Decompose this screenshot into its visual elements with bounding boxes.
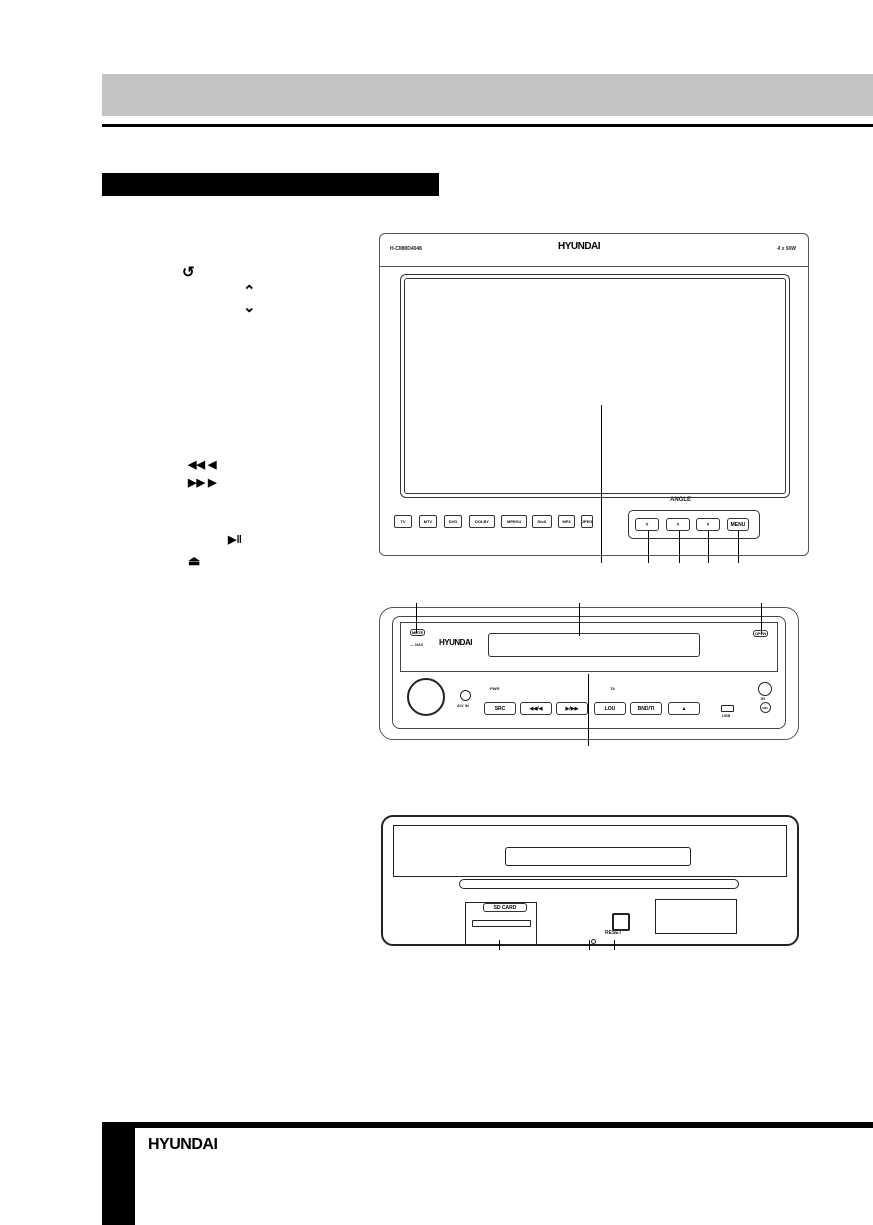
- down-icon: ⌄: [243, 299, 256, 316]
- sd-card-area: [465, 902, 537, 946]
- screen: [400, 274, 790, 498]
- sd-card-slot[interactable]: [472, 920, 531, 927]
- connector-block: [655, 899, 737, 934]
- av-in-label: A/V IN: [457, 703, 469, 708]
- open-button[interactable]: OPEN: [753, 630, 768, 637]
- rewind-prev-icon: ◀◀ ◀: [188, 459, 217, 471]
- lou-button[interactable]: LOU: [594, 702, 626, 715]
- reset-button[interactable]: [612, 913, 630, 931]
- eject-icon: ⏏: [188, 553, 201, 568]
- ir-sensor: [758, 682, 772, 696]
- leader-line: [416, 603, 417, 633]
- footer-side-bar: [102, 1122, 135, 1225]
- display-window: [488, 633, 700, 657]
- leader-line: [601, 405, 602, 563]
- mute-button[interactable]: MUTE: [410, 629, 425, 636]
- logo-mtv: MTV: [419, 515, 437, 528]
- volume-knob[interactable]: [407, 678, 445, 716]
- logo-jpeg: JPEG: [581, 515, 593, 528]
- eject-button[interactable]: ▲: [668, 702, 700, 715]
- leader-line: [761, 603, 762, 633]
- leader-line: [499, 940, 500, 950]
- leader-line: [588, 674, 589, 746]
- logo-dvd: DVD: [444, 515, 462, 528]
- header-rule: [102, 124, 873, 127]
- leader-line: [614, 940, 615, 950]
- usb-port[interactable]: [721, 705, 734, 712]
- brand-logo: HYUNDAI: [558, 241, 601, 252]
- leader-line: [708, 530, 709, 563]
- forward-next-icon: ▶▶ ▶: [188, 477, 217, 489]
- footer-rule: [102, 1122, 873, 1128]
- logo-tv: TV: [394, 515, 412, 528]
- logo-mpeg4: MPEG4: [501, 515, 527, 528]
- leader-line: [579, 603, 580, 636]
- return-icon: ↺: [182, 264, 195, 281]
- reset-label: RESET: [605, 930, 622, 936]
- control-cluster: [628, 510, 760, 539]
- front-panel: MUTE — NAV HYUNDAI OPEN A/V IN PWR TA SR…: [379, 607, 799, 740]
- src-button[interactable]: SRC: [484, 702, 516, 715]
- angle-label: ANGLE: [670, 497, 691, 503]
- next-button[interactable]: ▶/▶▶: [556, 702, 588, 715]
- microphone: [591, 939, 596, 944]
- up-button[interactable]: ˄: [666, 518, 690, 531]
- ta-label: TA: [610, 686, 616, 691]
- av-in-jack[interactable]: [460, 690, 471, 701]
- model-label: H-CMMD4048: [390, 246, 422, 252]
- down-button[interactable]: ˅: [635, 518, 659, 531]
- ir-label: IR: [761, 696, 765, 701]
- leader-line: [679, 530, 680, 563]
- release-button[interactable]: REL: [760, 702, 771, 713]
- leader-line: [648, 530, 649, 563]
- nav-label: — NAV: [410, 642, 424, 647]
- play-pause-icon: ▶‖: [228, 534, 242, 546]
- brand-logo: HYUNDAI: [439, 638, 472, 647]
- header-band: [102, 74, 873, 116]
- footer-brand-logo: HYUNDAI: [148, 1136, 218, 1153]
- sd-card-label: SD CARD: [483, 903, 527, 912]
- faceplate-mount: [393, 825, 787, 877]
- logo-divx: DivX: [532, 515, 552, 528]
- pwr-label: PWR: [490, 686, 500, 691]
- monitor-front: H-CMMD4048 HYUNDAI 4 x 50W TV MTV DVD DO…: [379, 233, 809, 556]
- prev-button[interactable]: ◀◀/◀: [520, 702, 552, 715]
- cd-slot: [459, 879, 739, 889]
- power-label: 4 x 50W: [777, 246, 796, 252]
- leader-line: [738, 530, 739, 563]
- rear-panel: SD CARD RESET: [381, 815, 799, 946]
- section-title-bar: [102, 173, 439, 196]
- usb-label: USB: [722, 713, 731, 718]
- logo-mp3: MP3: [558, 515, 575, 528]
- up-icon: ⌃: [243, 283, 256, 300]
- logo-dolby: DOLBY: [469, 515, 495, 528]
- leader-line: [589, 940, 590, 950]
- disc-slot: [505, 847, 691, 866]
- band-button[interactable]: BND/TI: [630, 702, 662, 715]
